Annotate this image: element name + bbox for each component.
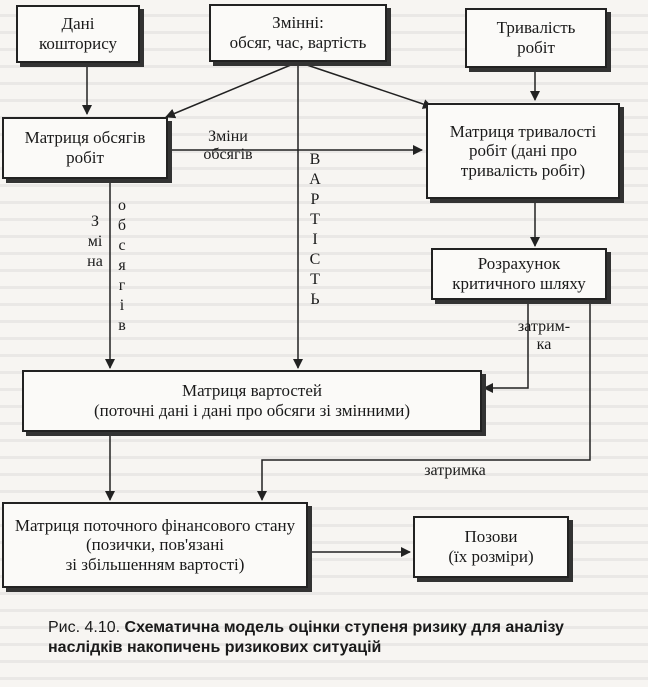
box-critical-path: Розрахунок критичного шляху <box>431 248 607 300</box>
vertical-vartist-2: Р <box>310 191 320 208</box>
box-finance-matrix-line2: (позички, пов'язані <box>85 535 225 555</box>
box-duration-matrix-line1: Матриця тривалості <box>449 121 597 141</box>
box-cost-matrix-line2: (поточні дані і дані про обсяги зі змінн… <box>93 401 411 420</box>
label-delay-right: затрим- ка <box>506 318 582 353</box>
arrow-variables-to-duration-matrix <box>297 61 433 109</box>
box-cost-matrix-line1: Матриця вартостей <box>182 381 322 401</box>
box-duration-line1: Тривалість <box>496 18 576 38</box>
vertical-vartist-5: С <box>309 251 321 268</box>
box-claims-line1: Позови <box>464 527 518 547</box>
arrow-variables-to-volume <box>165 61 299 119</box>
vertical-vartist-3: Т <box>310 211 320 228</box>
box-variables-line2: обсяг, час, вартість <box>229 33 367 52</box>
caption-number: Рис. 4.10. <box>48 619 121 636</box>
box-estimate-line1: Дані <box>61 14 95 34</box>
box-duration-line2: робіт <box>517 38 555 57</box>
figure-caption: Рис. 4.10. Схематична модель оцінки ступ… <box>48 618 628 658</box>
label-delay-right-line2: ка <box>536 335 552 353</box>
vertical-vartist-4: І <box>312 231 318 248</box>
vertical-obsyagiv-1: б <box>117 217 127 234</box>
box-duration-matrix-line2: робіт (дані про <box>468 141 578 161</box>
box-estimate-data: Дані кошторису <box>16 5 140 63</box>
label-volume-changes: Зміни обсягів <box>178 128 278 163</box>
box-volume-matrix: Матриця обсягів робіт <box>2 117 168 179</box>
box-duration-matrix: Матриця тривалості робіт (дані про трива… <box>426 103 620 199</box>
vertical-obsyagiv-4: г <box>118 277 126 294</box>
vertical-obsyagiv-0: о <box>118 197 126 214</box>
vertical-zmina-0: З <box>90 213 99 230</box>
box-critical-path-line1: Розрахунок <box>477 254 561 274</box>
arrow-critical-to-cost <box>483 300 529 393</box>
box-critical-path-line2: критичного шляху <box>452 274 586 293</box>
caption-title: Схематична модель оцінки ступеня ризику … <box>48 619 564 656</box>
box-cost-matrix: Матриця вартостей (поточні дані і дані п… <box>22 370 482 432</box>
vertical-vartist-0: В <box>309 151 321 168</box>
label-volume-changes-line2: обсягів <box>203 145 253 163</box>
box-finance-matrix-line1: Матриця поточного фінансового стану <box>14 515 296 535</box>
vertical-obsyagiv-6: в <box>118 317 126 334</box>
arrow-critical-to-finance <box>257 300 591 501</box>
box-claims: Позови (їх розміри) <box>413 516 569 578</box>
box-finance-matrix: Матриця поточного фінансового стану (поз… <box>2 502 308 588</box>
box-volume-matrix-line1: Матриця обсягів <box>24 128 146 148</box>
vertical-label-zmina: З мі на <box>84 212 106 272</box>
label-delay-bottom: затримка <box>424 462 486 479</box>
vertical-obsyagiv-5: і <box>119 297 125 314</box>
box-variables-line1: Змінні: <box>272 13 324 33</box>
label-delay-right-line1: затрим- <box>517 318 571 335</box>
vertical-obsyagiv-2: с <box>118 237 126 254</box>
vertical-label-obsyagiv: о б с я г і в <box>113 196 131 336</box>
vertical-vartist-6: Т <box>310 271 320 288</box>
vertical-obsyagiv-3: я <box>118 257 126 274</box>
vertical-vartist-7: Ь <box>310 291 320 308</box>
vertical-zmina-1: мі <box>87 233 103 250</box>
box-volume-matrix-line2: робіт <box>66 148 104 167</box>
label-volume-changes-line1: Зміни <box>208 128 248 145</box>
box-duration-matrix-line3: тривалість робіт) <box>460 160 586 180</box>
box-finance-matrix-line3: зі збільшенням вартості) <box>65 554 245 574</box>
box-duration: Тривалість робіт <box>465 8 607 68</box>
vertical-zmina-2: на <box>87 253 103 270</box>
vertical-vartist-1: А <box>309 171 321 188</box>
box-estimate-line2: кошторису <box>38 34 118 53</box>
box-claims-line2: (їх розміри) <box>448 547 534 566</box>
vertical-label-vartist: В А Р Т І С Т Ь <box>306 150 324 310</box>
box-variables: Змінні: обсяг, час, вартість <box>209 4 387 62</box>
